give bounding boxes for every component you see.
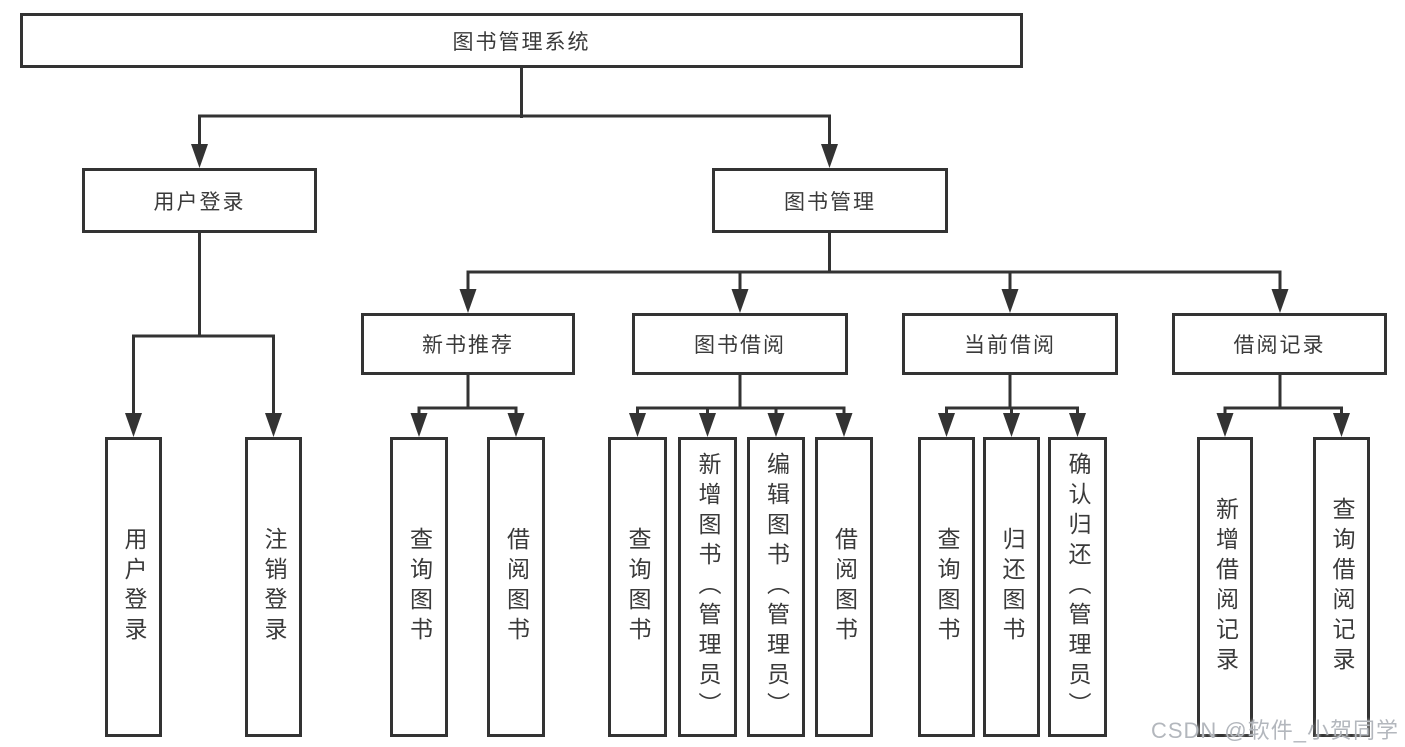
node-current-borrow-label: 当前借阅 — [964, 334, 1056, 357]
node-new-book-recommend: 新书推荐 — [361, 313, 575, 375]
node-current-borrow: 当前借阅 — [902, 313, 1118, 375]
leaf-query-books-1: 查询图书 — [390, 437, 448, 737]
leaf-add-book-admin-label: 新增图书（管理员） — [695, 452, 721, 722]
leaf-logout: 注销登录 — [245, 437, 302, 737]
leaf-query-books-2-label: 查询图书 — [625, 527, 651, 647]
leaf-edit-book-admin-label: 编辑图书（管理员） — [763, 452, 790, 722]
node-borrow-records: 借阅记录 — [1172, 313, 1387, 375]
node-user-login-label: 用户登录 — [153, 190, 246, 214]
leaf-logout-label: 注销登录 — [261, 527, 287, 647]
leaf-query-books-3-label: 查询图书 — [934, 527, 960, 647]
node-book-management-label: 图书管理 — [784, 190, 876, 214]
leaf-query-books-2: 查询图书 — [608, 437, 667, 737]
node-book-borrow-label: 图书借阅 — [694, 334, 786, 357]
leaf-query-borrow-record-label: 查询借阅记录 — [1329, 497, 1355, 677]
node-library-system: 图书管理系统 — [20, 13, 1023, 68]
leaf-confirm-return-admin-label: 确认归还（管理员） — [1065, 452, 1091, 722]
leaf-confirm-return-admin: 确认归还（管理员） — [1048, 437, 1107, 737]
leaf-add-borrow-record-label: 新增借阅记录 — [1212, 497, 1239, 677]
leaf-return-books: 归还图书 — [983, 437, 1040, 737]
leaf-borrow-books-1-label: 借阅图书 — [503, 527, 530, 647]
leaf-add-borrow-record: 新增借阅记录 — [1197, 437, 1253, 737]
leaf-query-books-3: 查询图书 — [918, 437, 975, 737]
node-library-system-label: 图书管理系统 — [452, 30, 591, 54]
node-user-login: 用户登录 — [82, 168, 317, 233]
leaf-borrow-books-1: 借阅图书 — [487, 437, 545, 737]
node-borrow-records-label: 借阅记录 — [1233, 334, 1326, 357]
leaf-borrow-books-2: 借阅图书 — [815, 437, 873, 737]
node-book-management: 图书管理 — [712, 168, 948, 233]
csdn-watermark: CSDN @软件_小贺同学 — [1150, 718, 1399, 743]
leaf-user-login-label: 用户登录 — [121, 527, 147, 647]
leaf-return-books-label: 归还图书 — [999, 527, 1025, 647]
leaf-edit-book-admin: 编辑图书（管理员） — [747, 437, 805, 737]
node-book-borrow: 图书借阅 — [632, 313, 848, 375]
leaf-query-books-1-label: 查询图书 — [406, 527, 433, 647]
leaf-add-book-admin: 新增图书（管理员） — [678, 437, 737, 737]
leaf-user-login: 用户登录 — [105, 437, 162, 737]
leaf-query-borrow-record: 查询借阅记录 — [1313, 437, 1370, 737]
leaf-borrow-books-2-label: 借阅图书 — [831, 527, 858, 647]
node-new-book-recommend-label: 新书推荐 — [422, 334, 514, 357]
